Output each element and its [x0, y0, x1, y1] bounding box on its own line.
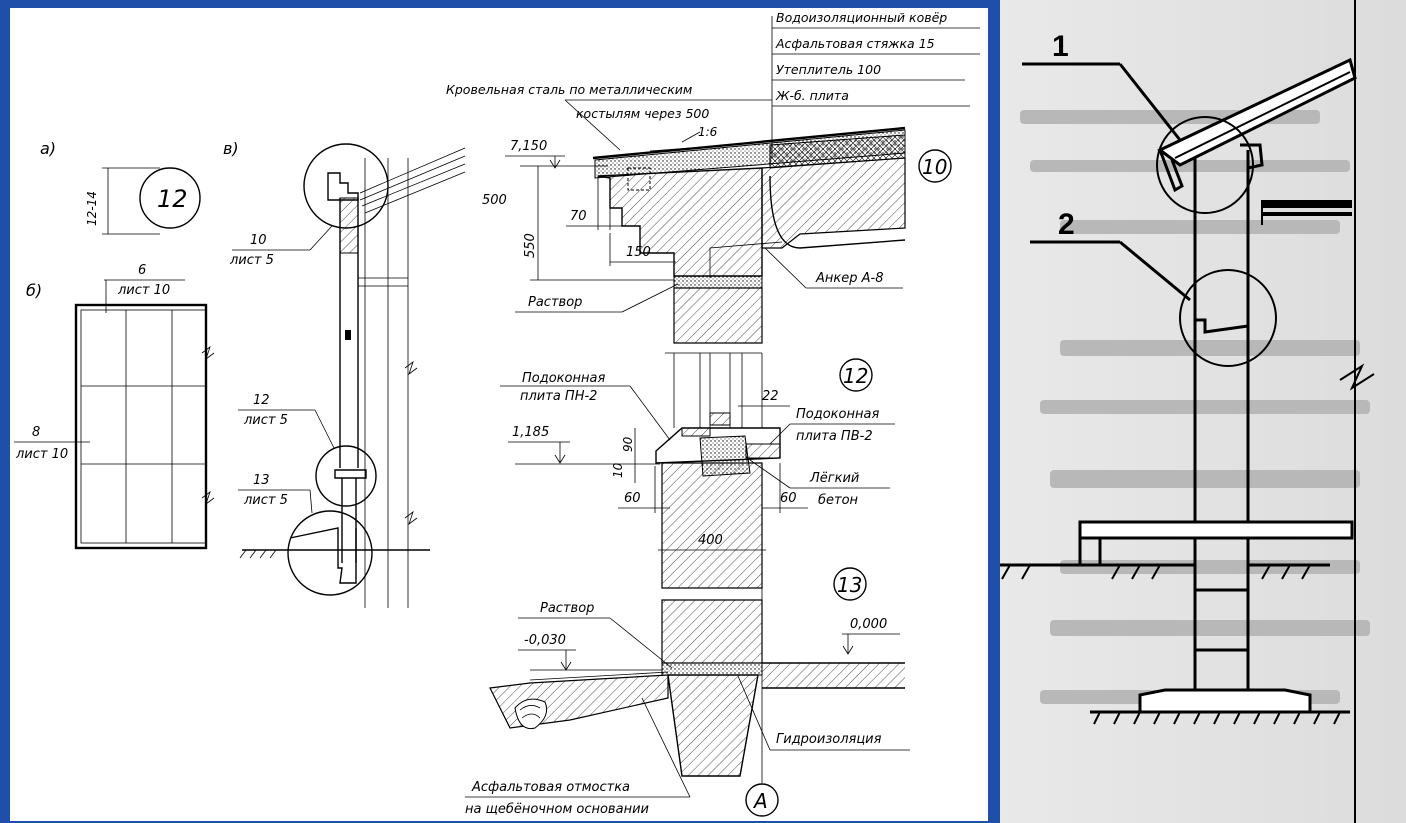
view-a-marker: 12 — [157, 185, 188, 213]
view-b-ref-side-sheet: лист 10 — [15, 447, 68, 462]
photo-sketch: 1 2 — [1000, 0, 1406, 823]
view-b-ref-side-num: 8 — [32, 425, 40, 440]
layer-3: Утеплитель 100 — [776, 62, 881, 77]
d10-marker: 10 — [922, 155, 947, 179]
view-v-ref2-num: 12 — [253, 393, 270, 408]
layer-4: Ж-б. плита — [775, 88, 849, 103]
d12-sill-right-1: Подоконная — [796, 407, 879, 422]
d12-dim-22: 22 — [762, 389, 779, 404]
d12-marker: 12 — [843, 364, 868, 388]
detail-10: Водоизоляционный ковёр Асфальтовая стяжк… — [446, 10, 980, 344]
d12-dim-60-left: 60 — [624, 491, 641, 506]
view-v-letter: в) — [223, 139, 239, 158]
d12-light-1: Лёгкий — [809, 471, 859, 486]
d10-anchor: Анкер А-8 — [815, 271, 883, 286]
detail-12: 12 Подоконная плита ПН-2 22 Подоконная п… — [500, 352, 895, 589]
view-v: в) 10 лист 5 12 — [223, 139, 466, 608]
detail-circle-12 — [315, 445, 377, 507]
photo-sketch-panel: 1 2 — [1000, 0, 1406, 823]
axis-circle-a — [745, 783, 779, 817]
view-v-ref1-num: 10 — [250, 233, 267, 248]
d10-dim-70: 70 — [570, 209, 587, 224]
view-v-ref3-num: 13 — [253, 473, 270, 488]
steel-line-1: Кровельная сталь по металлическим — [446, 82, 692, 97]
d10-level: 7,150 — [510, 139, 547, 154]
view-v-ref3-sheet: лист 5 — [243, 493, 288, 508]
detail-13: 13 Раствор -0,030 0,000 Гидроизоляция Ас… — [465, 567, 910, 817]
marker-circle-12 — [139, 167, 201, 229]
marker-circle-12b — [839, 358, 873, 392]
d12-light-2: бетон — [818, 493, 859, 508]
d12-dim-60-right: 60 — [780, 491, 797, 506]
view-a-letter: а) — [40, 139, 56, 158]
d13-waterproof: Гидроизоляция — [776, 732, 882, 747]
d13-pavement-1: Асфальтовая отмостка — [471, 780, 630, 795]
view-a-dim: 12-14 — [85, 191, 99, 226]
detail-circle-10 — [303, 143, 389, 229]
technical-drawing: а) 12-14 12 б) 6 лист 10 8 лист 10 в) — [14, 10, 980, 817]
d13-level-right: 0,000 — [850, 617, 887, 632]
marker-circle-13 — [833, 567, 867, 601]
d12-level: 1,185 — [512, 425, 549, 440]
layer-1: Водоизоляционный ковёр — [776, 10, 947, 25]
d12-dim-10: 10 — [611, 462, 625, 478]
technical-drawing-panel: а) 12-14 12 б) 6 лист 10 8 лист 10 в) — [10, 8, 988, 821]
callout-circle-2 — [1179, 269, 1277, 367]
d13-mortar: Раствор — [540, 601, 594, 616]
view-b-letter: б) — [26, 281, 42, 300]
steel-line-2: костылям через 500 — [576, 106, 709, 121]
view-a: а) 12-14 12 — [40, 139, 201, 235]
layer-2: Асфальтовая стяжка 15 — [775, 36, 935, 51]
slope-label: 1:6 — [698, 125, 718, 139]
detail-circle-13 — [287, 510, 373, 596]
d10-dim-500: 500 — [482, 193, 507, 208]
callout-1-label: 1 — [1052, 30, 1069, 63]
callout-circle-1 — [1156, 116, 1254, 214]
view-v-ref2-sheet: лист 5 — [243, 413, 288, 428]
d12-sill-left-2: плита ПН-2 — [520, 389, 597, 404]
view-b-ref-top-sheet: лист 10 — [117, 283, 170, 298]
d12-dim-400: 400 — [698, 533, 723, 548]
view-b-ref-top-num: 6 — [138, 263, 146, 278]
d13-marker: 13 — [837, 573, 862, 597]
d13-axis: А — [752, 789, 768, 813]
d13-pavement-2: на щебёночном основании — [465, 802, 649, 817]
d10-dim-550: 550 — [523, 233, 538, 258]
d13-level-left: -0,030 — [524, 633, 566, 648]
d12-sill-right-2: плита ПВ-2 — [796, 429, 873, 444]
d10-mortar: Раствор — [528, 295, 582, 310]
marker-circle-10 — [918, 149, 952, 183]
d10-dim-150: 150 — [626, 245, 651, 260]
view-b: б) 6 лист 10 8 лист 10 — [14, 263, 215, 550]
callout-2-label: 2 — [1058, 208, 1075, 241]
d12-dim-90: 90 — [621, 436, 635, 452]
view-v-ref1-sheet: лист 5 — [229, 253, 274, 268]
d12-sill-left-1: Подоконная — [522, 371, 605, 386]
